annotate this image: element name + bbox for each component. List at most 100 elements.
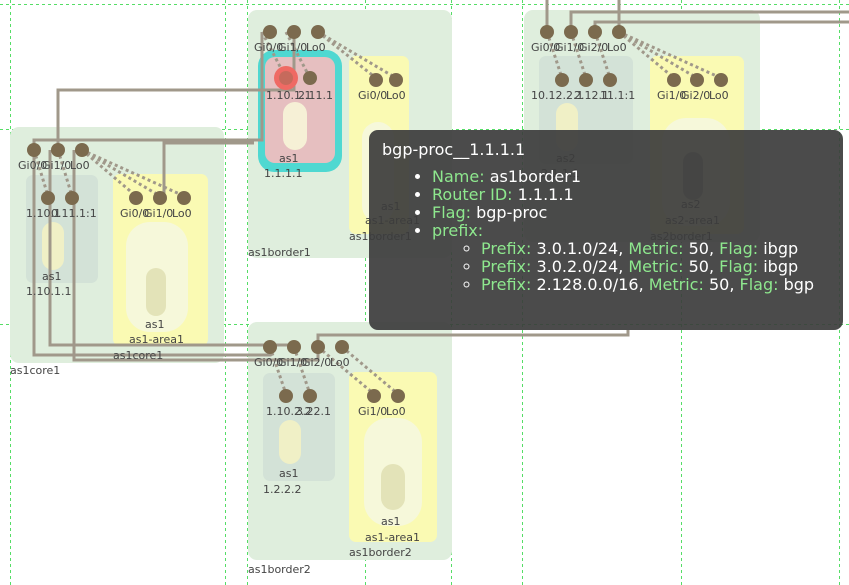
router-port-label-as2border1-b: 2.12.1 [574,89,609,102]
area-port-label-as2border1-gi1: Gi1/0 [657,89,686,102]
port-as1core1-router-a[interactable] [41,191,55,205]
prefix-value: 3.0.1.0/24 [536,239,619,258]
tooltip-flag-value: bgp-proc [476,203,548,222]
port-as1core1-area-gi1[interactable] [153,191,167,205]
port-label-as1core1-lo0: Lo0 [70,159,90,172]
port-as2border1-area-lo0[interactable] [714,73,728,87]
port-as2border1-gi0[interactable] [540,25,554,39]
tooltip-title: bgp-proc__1.1.1.1 [382,140,526,159]
tooltip-flag-key: Flag: [432,203,471,222]
area-parent-as1core1: as1core1 [113,349,163,362]
port-as1border1-lo0[interactable] [311,25,325,39]
prefix-key: Prefix: [481,257,532,276]
port-as1border2-gi1[interactable] [287,340,301,354]
node-label-as1border2: as1border2 [248,563,311,576]
router-port-label-as1border2-b: 3.22.1 [296,405,331,418]
tooltip-name-item: Name: as1border1 [432,168,843,186]
tooltip-prefix-key: prefix: [432,221,484,240]
area-core-as1border2 [381,464,405,510]
router-id-as1core1: 1.10.1.1 [26,285,71,298]
port-as1core1-lo0[interactable] [75,143,89,157]
port-as2border1-area-gi2[interactable] [690,73,704,87]
port-as1border1-area-gi0[interactable] [369,73,383,87]
prefix-value: 2.128.0.0/16 [536,275,639,294]
metric-value: 50 [688,239,709,258]
port-as2border1-gi1[interactable] [564,25,578,39]
port-as1border2-gi0[interactable] [263,340,277,354]
port-label-as1core1-gi1: Gi1/0 [42,159,71,172]
link-as1b1-gi1-to-core [56,32,296,150]
area-core-as1core1 [146,268,166,316]
area-as-as1border2: as1 [381,515,400,528]
flag-value: ibgp [763,239,799,258]
port-label-as2border1-gi0: Gi0/0 [531,41,560,54]
prefix-key: Prefix: [481,275,532,294]
prefix-key: Prefix: [481,239,532,258]
port-as1core1-area-lo0[interactable] [177,191,191,205]
flag-key: Flag: [719,239,759,258]
port-label-as2border1-gi1: Gi1/0 [555,41,584,54]
area-port-label-as1core1-gi1: Gi1/0 [144,207,173,220]
port-as1border1-area-lo0[interactable] [389,73,403,87]
port-as2border1-router-c[interactable] [603,73,617,87]
port-label-as1border1-gi1: Gi1/0 [278,41,307,54]
metric-key: Metric: [628,257,684,276]
area-port-label-as1core1-lo0: Lo0 [172,207,192,220]
port-label-as1border2-gi1: Gi1/0 [278,356,307,369]
port-as1border1-gi0[interactable] [263,25,277,39]
tooltip-flag-item: Flag: bgp-proc [432,204,843,222]
node-tooltip: bgp-proc__1.1.1.1 Name: as1border1 Route… [369,130,843,330]
port-as2border1-area-gi1[interactable] [667,73,681,87]
area-port-label-as2border1-lo0: Lo0 [709,89,729,102]
area-as-as1core1: as1 [145,318,164,331]
router-core-as1border2 [279,420,301,464]
port-as1core1-gi1[interactable] [51,143,65,157]
port-label-as1core1-gi0: Gi0/0 [18,159,47,172]
port-label-as1border2-lo0: Lo0 [330,356,350,369]
port-as1border1-gi1[interactable] [287,25,301,39]
port-label-as1border2-gi2: Gi2/0 [302,356,331,369]
port-as2border1-gi2[interactable] [588,25,602,39]
port-as1core1-gi0[interactable] [27,143,41,157]
tooltip-name-value: as1border1 [489,167,582,186]
port-as2border1-router-b[interactable] [579,73,593,87]
area-port-label-as1border2-gi1: Gi1/0 [358,405,387,418]
metric-key: Metric: [628,239,684,258]
router-port-label-as1border1-a: 1.10.1.1 [266,89,311,102]
port-label-as2border1-gi2: Gi2/0 [579,41,608,54]
tooltip-attribute-list: Name: as1border1 Router ID: 1.1.1.1 Flag… [382,168,843,294]
router-as-as1border1: as1 [279,152,298,165]
router-port-label-as1core1-a: 1.10.1 [26,207,61,220]
flag-key: Flag: [719,257,759,276]
tooltip-prefix-item: prefix: Prefix: 3.0.1.0/24, Metric: 50, … [432,222,843,294]
port-as1border1-router-selected[interactable] [274,66,298,90]
router-as-as1core1: as1 [42,270,61,283]
port-as1core1-area-gi0[interactable] [129,191,143,205]
port-as1border1-router-b[interactable] [303,71,317,85]
port-as2border1-lo0[interactable] [612,25,626,39]
router-port-label-as1border1-b: 2.11.1 [298,89,333,102]
port-as1border2-lo0[interactable] [335,340,349,354]
port-as1core1-router-b[interactable] [65,191,79,205]
flag-key: Flag: [739,275,779,294]
flag-value: ibgp [763,257,799,276]
prefix-entry: Prefix: 2.128.0.0/16, Metric: 50, Flag: … [481,276,843,294]
tooltip-router-id-item: Router ID: 1.1.1.1 [432,186,843,204]
port-as1border2-router-b[interactable] [303,389,317,403]
tooltip-router-id-key: Router ID: [432,185,513,204]
port-as1border2-area-lo0[interactable] [391,389,405,403]
flag-value: bgp [783,275,815,294]
metric-value: 50 [688,257,709,276]
router-port-label-as1core1-b: 0.11.1:1 [51,207,97,220]
port-as1border2-area-gi1[interactable] [367,389,381,403]
port-as2border1-router-a[interactable] [555,73,569,87]
link-as1b1-area-up [162,141,254,196]
port-as1border2-gi2[interactable] [311,340,325,354]
metric-key: Metric: [648,275,704,294]
port-label-as1border1-lo0: Lo0 [306,41,326,54]
port-as1border1-router-a[interactable] [279,71,293,85]
prefix-entry: Prefix: 3.0.1.0/24, Metric: 50, Flag: ib… [481,240,843,258]
tooltip-prefix-list: Prefix: 3.0.1.0/24, Metric: 50, Flag: ib… [432,240,843,294]
port-as1border2-router-a[interactable] [279,389,293,403]
